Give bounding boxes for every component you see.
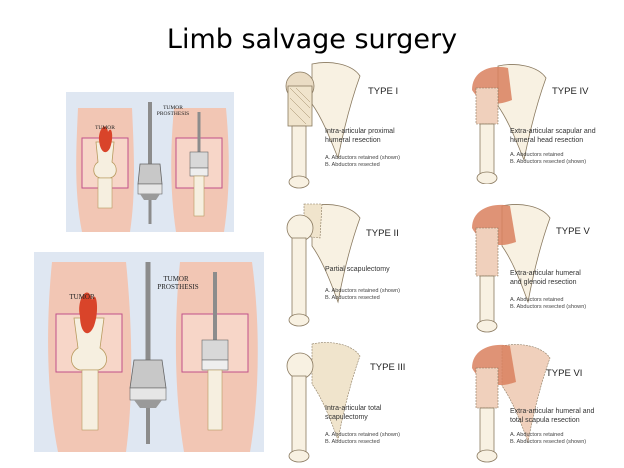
type-5-note-b: B. Abductors resected (shown) [510,304,587,310]
tumor-label-bottom: TUMOR [69,293,95,301]
type-5-title: TYPE V [556,226,590,237]
type-4-title: TYPE IV [552,86,589,97]
type-1-desc-line2: humeral resection [325,137,381,144]
prosthesis-label-top-line1: TUMOR [163,105,183,111]
shoulder-type-2-drawing [286,203,361,327]
tumor-label-top: TUMOR [95,125,115,131]
type-3-note-a: A. Abductors retained (shown) [325,432,400,438]
type-6-note-a: A. Abductors retained [510,432,564,438]
type-6-title: TYPE VI [546,368,583,379]
slide-title: Limb salvage surgery [166,24,458,55]
type-1-desc-line1: Intra-articular proximal [325,128,395,135]
type-4-desc-line1: Extra-articular scapular and [510,128,596,135]
type-5-desc-line2: and glenoid resection [510,279,577,286]
shoulder-type-3-drawing [286,342,361,463]
type-3-desc-line2: scapulectomy [325,414,368,421]
knee-drawing-top [76,102,229,232]
type-2-desc-line1: Partial scapulectomy [325,266,390,273]
type-4-desc-line2: humeral head resection [510,137,584,144]
type-6-note-b: B. Abductors resected (shown) [510,439,587,445]
type-1-note-b: B. Abductors resected [325,162,380,168]
prosthesis-label-bottom-line2: PROSTHESIS [157,283,199,291]
shoulder-type-4-drawing [472,64,547,184]
type-2-title: TYPE II [366,228,399,239]
type-1-note-a: A. Abductors retained (shown) [325,155,400,161]
type-5-desc-line1: Extra-articular humeral [510,270,581,277]
type-5-note-a: A. Abductors retained [510,297,564,303]
knee-illustration-top: TUMOR TUMOR PROSTHESIS [66,92,234,232]
type-6-desc-line1: Extra-articular humeral and [510,408,595,415]
type-4-note-b: B. Abductors resected (shown) [510,159,587,165]
knee-illustration-bottom: TUMOR TUMOR PROSTHESIS [34,252,264,452]
shoulder-type-1-drawing [285,62,361,189]
type-3-title: TYPE III [370,362,406,373]
type-3-note-b: B. Abductors resected [325,439,380,445]
knee-drawing-bottom [48,262,258,452]
prosthesis-label-bottom-line1: TUMOR [163,275,189,283]
prosthesis-label-top-line2: PROSTHESIS [156,111,190,117]
type-6-desc-line2: total scapula resection [510,417,580,424]
type-2-note-a: A. Abductors retained (shown) [325,288,400,294]
shoulder-type-5-drawing [472,204,551,333]
shoulder-type-6-drawing [472,344,551,463]
type-4-note-a: A. Abductors retained [510,152,564,158]
type-3-desc-line1: Intra-articular total [325,405,382,412]
type-2-note-b: B. Abductors resected [325,295,380,301]
type-1-title: TYPE I [368,86,399,97]
